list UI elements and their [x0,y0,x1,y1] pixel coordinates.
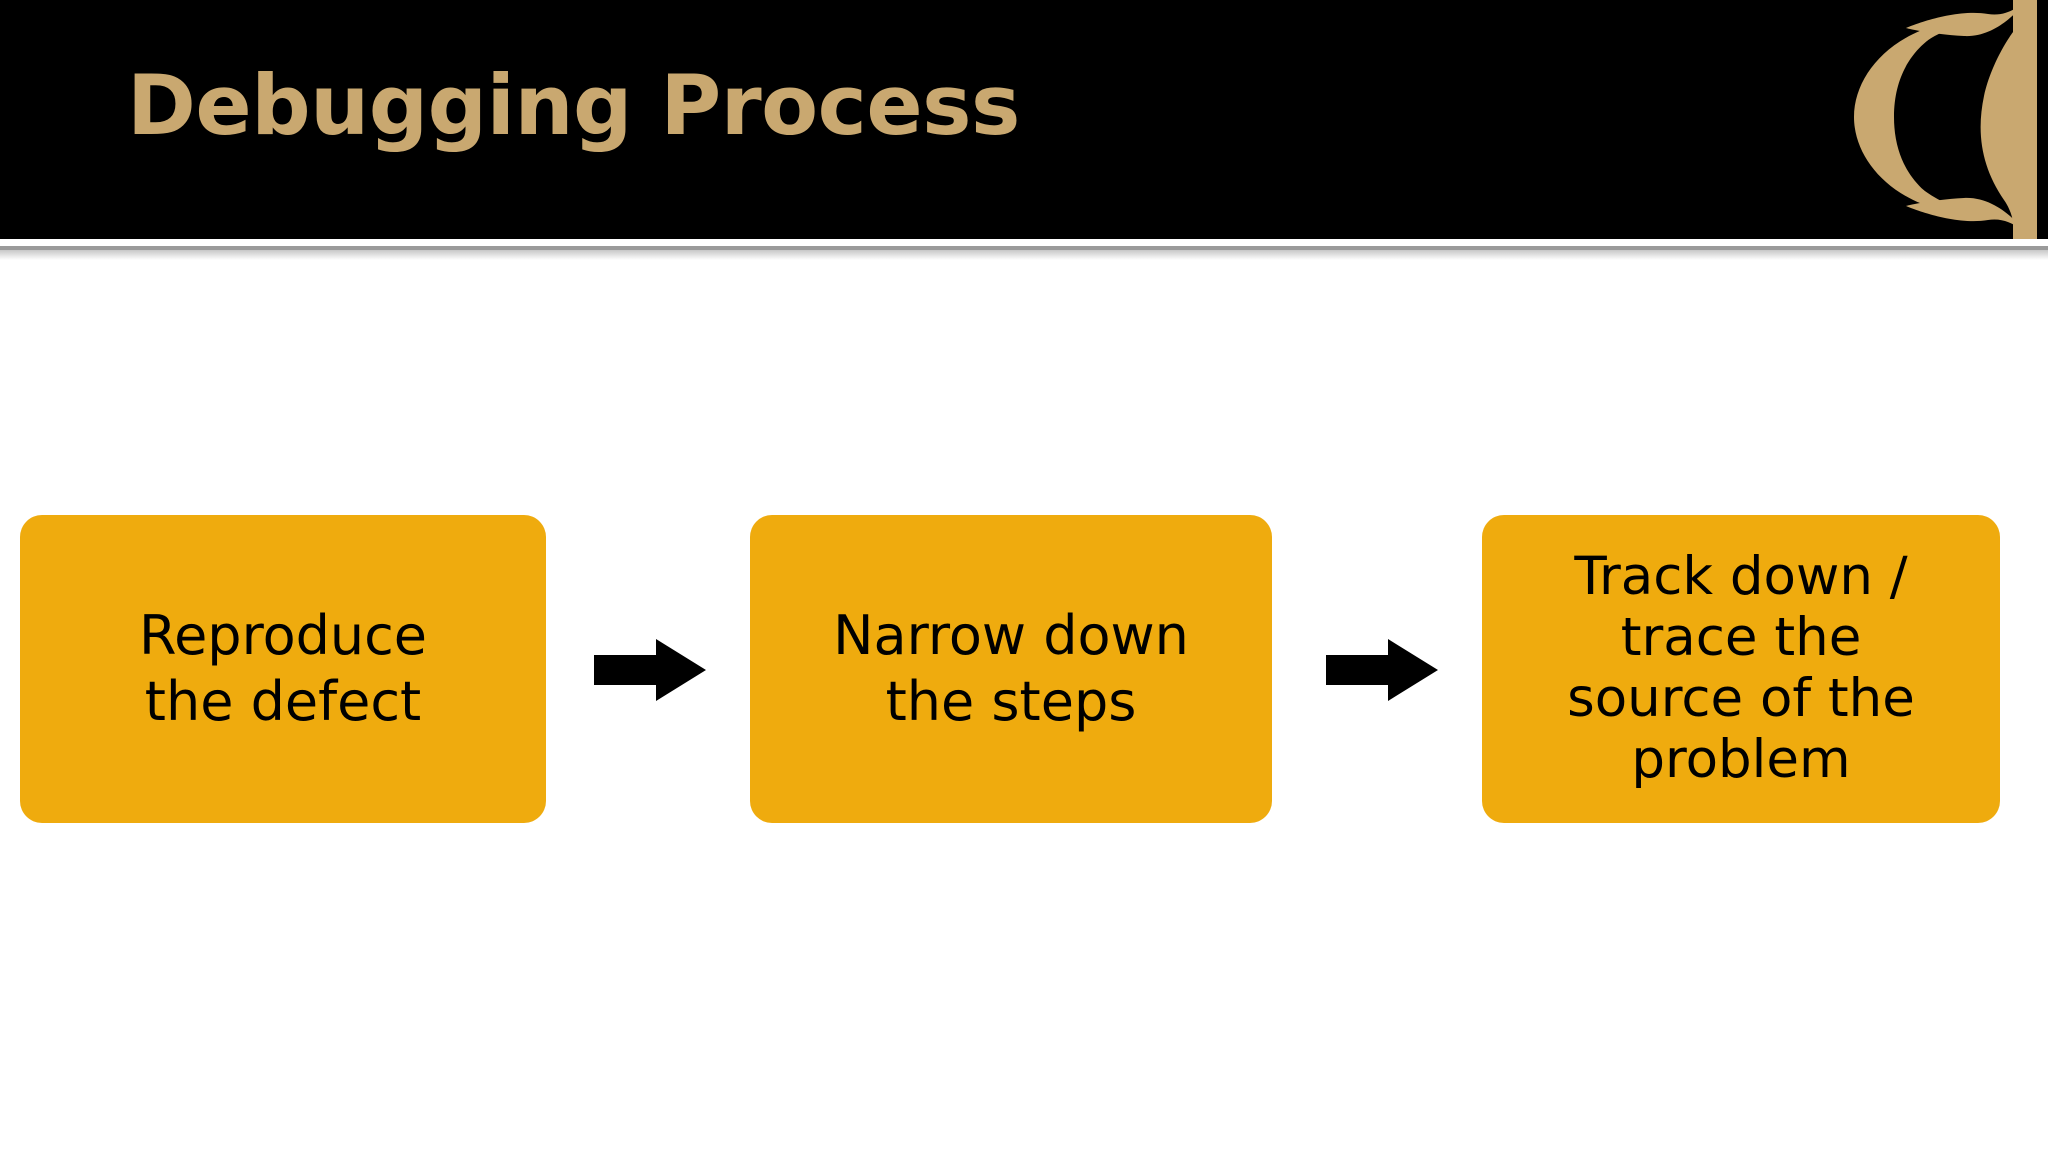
header-shadow [0,250,2048,260]
arrow-right-icon [1326,639,1438,701]
process-step-label: Track down / trace the source of the pro… [1567,546,1915,790]
crescent-c-logo [1832,0,2048,239]
debugging-process-flow: Reproduce the defect Narrow down the ste… [0,515,2048,823]
process-step-track-down[interactable]: Track down / trace the source of the pro… [1482,515,2000,823]
process-step-narrow-down[interactable]: Narrow down the steps [750,515,1272,823]
slide-header: Debugging Process [0,0,2048,239]
arrow-right-icon [594,639,706,701]
process-step-reproduce[interactable]: Reproduce the defect [20,515,546,823]
process-step-label: Reproduce the defect [138,603,428,733]
page-title: Debugging Process [127,57,1020,154]
header-divider [0,246,2048,250]
process-step-label: Narrow down the steps [833,603,1189,733]
